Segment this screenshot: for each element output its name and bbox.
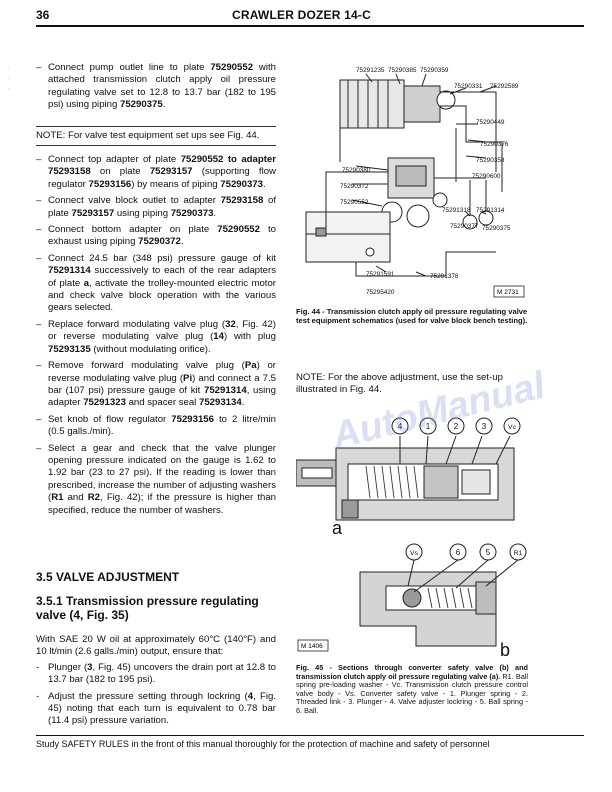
- fig45b-callout: Vs: [410, 550, 419, 557]
- page-number: 36: [36, 8, 50, 22]
- fig45b-callout: 5: [486, 548, 491, 557]
- list-item: – Connect pump outlet line to plate 7529…: [36, 62, 276, 111]
- left-column-bottom: With SAE 20 W oil at approximately 60°C …: [36, 634, 276, 732]
- fig44-label: 75290372: [340, 183, 369, 190]
- left-column-top: – Connect pump outlet line to plate 7529…: [36, 62, 276, 116]
- fig44-label: 75290358: [476, 157, 505, 164]
- page-title: CRAWLER DOZER 14-C: [232, 8, 371, 22]
- fig44-code: M 2731: [497, 289, 519, 296]
- fig45-caption: Fig. 45 - Sections through converter saf…: [296, 663, 528, 715]
- fig44-label: 75290359: [420, 67, 449, 74]
- fig44-label: 75291318: [442, 207, 471, 214]
- note-fig44: NOTE: For valve test equipment set ups s…: [36, 126, 276, 146]
- fig44-label: 75290449: [476, 119, 505, 126]
- fig45a-letter: a: [332, 518, 343, 538]
- fig44-label: 75290385: [388, 67, 417, 74]
- fig45a-callout: 4: [398, 422, 403, 431]
- section-heading: 3.5 VALVE ADJUSTMENT: [36, 570, 180, 584]
- footer-rule: [36, 735, 584, 736]
- fig44-label: 75290377: [450, 223, 479, 230]
- list-item: –Connect bottom adapter on plate 7529055…: [36, 224, 276, 248]
- fig44-label: 75290331: [454, 83, 483, 90]
- fig44-label: 75290375: [482, 225, 511, 232]
- margin-dots: ···: [8, 66, 10, 92]
- fig45-code: M 1406: [301, 643, 323, 650]
- fig44-label: 75291235: [356, 67, 385, 74]
- list-item: –Set knob of flow regulator 75293156 to …: [36, 413, 276, 438]
- fig45a-section-view: 4 1 2 3 Vc a: [296, 417, 521, 538]
- fig44-caption: Fig. 44 - Transmission clutch apply oil …: [296, 307, 528, 325]
- fig44-label: 75291314: [476, 207, 505, 214]
- list-item: -Adjust the pressure setting through loc…: [36, 690, 276, 727]
- list-item: –Connect top adapter of plate 75290552 t…: [36, 154, 276, 190]
- fig45b-callout: 6: [456, 548, 461, 557]
- section-intro: With SAE 20 W oil at approximately 60°C …: [36, 634, 276, 658]
- list-item: –Connect valve block outlet to adapter 7…: [36, 195, 276, 219]
- list-item: –Select a gear and check that the valve …: [36, 442, 276, 516]
- note-fig44-setup: NOTE: For the above adjustment, use the …: [296, 372, 503, 396]
- list-item: –Connect 24.5 bar (348 psi) pressure gau…: [36, 252, 276, 314]
- fig45a-callout: 1: [426, 422, 431, 431]
- footer-safety-text: Study SAFETY RULES in the front of this …: [36, 739, 490, 749]
- subsection-heading: 3.5.1 Transmission pressure regulating v…: [36, 594, 259, 622]
- fig45a-callout: 3: [482, 422, 487, 431]
- fig44-label: 75290552: [340, 199, 369, 206]
- fig44-label: 75295420: [366, 289, 395, 296]
- list-item: –Replace forward modulating valve plug (…: [36, 318, 277, 355]
- fig44-label: 75290380: [342, 167, 371, 174]
- fig44-label: 75290600: [472, 173, 501, 180]
- fig44-label: 75291378: [430, 273, 459, 280]
- fig45b-callout: R1: [514, 550, 523, 557]
- fig45b-section-view: Vs 6 5 R1 M 1406 b: [297, 543, 527, 660]
- fig44-label: 75292589: [490, 83, 519, 90]
- fig44-label: 75290376: [480, 141, 509, 148]
- list-item: –Remove forward modulating valve plug (P…: [36, 360, 276, 409]
- fig45a-callout: Vc: [508, 424, 517, 431]
- fig44-label: 75291591: [366, 271, 395, 278]
- list-item: -Plunger (3, Fig. 45) uncovers the drain…: [36, 661, 276, 686]
- fig45a-callout: 2: [454, 422, 459, 431]
- fig45b-letter: b: [500, 640, 510, 660]
- fig44-schematic: 75291235 75290385 75290359 75290331 7529…: [305, 67, 525, 298]
- header-rule: [36, 25, 584, 27]
- left-column-mid: –Connect top adapter of plate 75290552 t…: [36, 154, 276, 521]
